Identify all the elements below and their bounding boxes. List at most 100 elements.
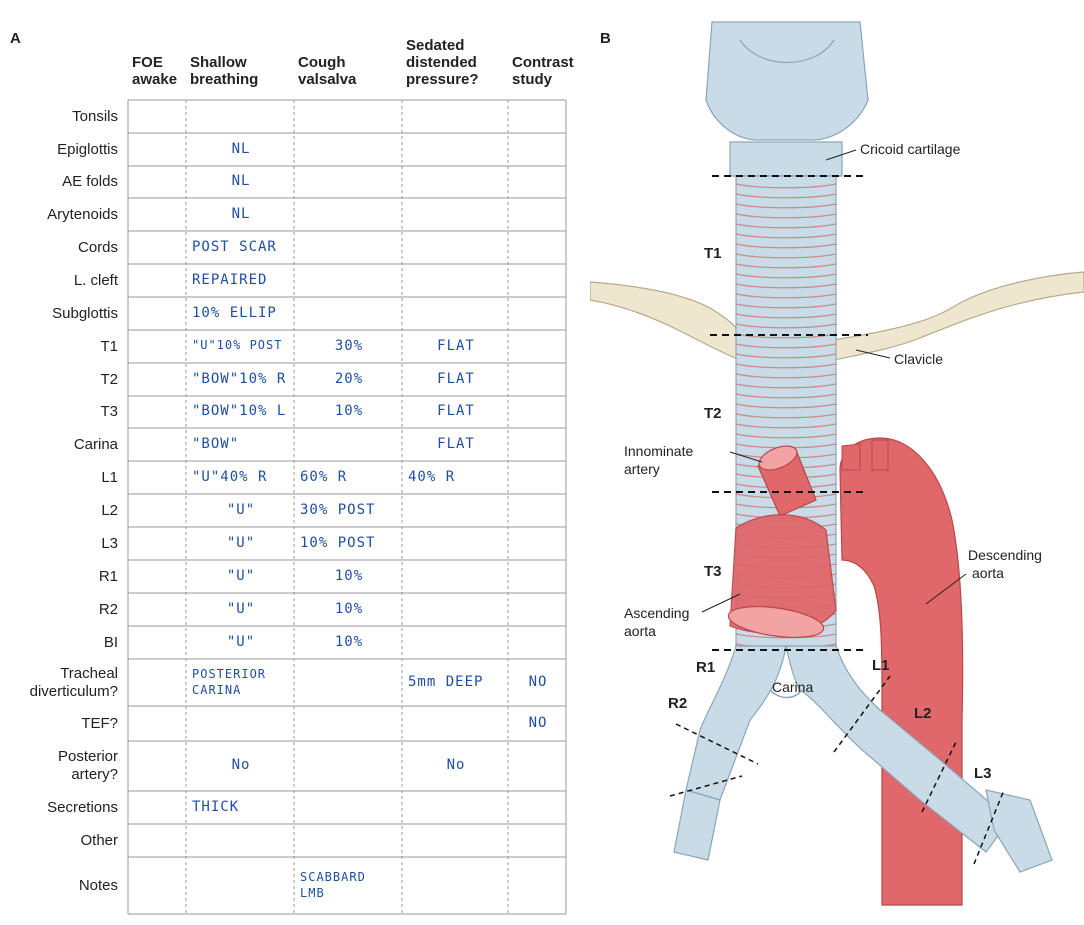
aortic-branch-2 — [871, 439, 889, 471]
label-ascending-2: aorta — [624, 623, 656, 639]
tracheal-ring — [735, 243, 837, 249]
column-header: breathing — [190, 71, 259, 88]
handwritten-entry: 10% ELLIP — [192, 304, 277, 321]
handwritten-entry: NL — [231, 140, 251, 157]
row-label: Arytenoids — [47, 205, 118, 223]
leader-innominate — [729, 451, 763, 463]
handwritten-entry: 60% R — [300, 468, 348, 485]
handwritten-entry: FLAT — [437, 337, 475, 354]
airway-anatomy-illustration: Cricoid cartilage Clavicle Innominate ar… — [590, 0, 1084, 925]
aortic-branch-1 — [841, 443, 861, 471]
column-header: Sedated — [406, 37, 465, 54]
label-ascending-1: Ascending — [624, 605, 689, 621]
row-label: Posterior — [57, 748, 118, 765]
tracheal-ring — [735, 293, 837, 299]
label-descending-2: aorta — [972, 565, 1004, 581]
left-distal-bronchus — [985, 789, 1053, 873]
tracheal-ring — [735, 413, 837, 419]
descending-aorta — [839, 437, 964, 906]
handwritten-entry: 10% — [334, 633, 364, 650]
tracheal-ring — [735, 423, 837, 429]
tracheal-ring — [735, 203, 837, 209]
row-label: R2 — [98, 600, 118, 618]
handwritten-entry: No — [231, 757, 251, 773]
tracheal-ring — [735, 183, 837, 189]
handwritten-entry: 10% POST — [300, 534, 376, 551]
handwritten-entry: "U"40% R — [192, 468, 268, 485]
tracheal-ring — [735, 223, 837, 229]
row-label: artery? — [71, 766, 118, 783]
tracheal-ring — [735, 363, 837, 369]
handwritten-entry: NO — [528, 673, 548, 690]
leader-cricoid — [825, 149, 857, 161]
row-label: Secretions — [47, 798, 118, 816]
level-line-l1 — [833, 675, 891, 753]
row-label: L3 — [101, 534, 118, 552]
row-label: T1 — [100, 337, 118, 355]
label-innominate-1: Innominate — [624, 443, 693, 459]
row-label: BI — [103, 633, 118, 651]
carina-ridge — [769, 689, 803, 699]
handwritten-entry: "BOW"10% R — [192, 370, 287, 387]
row-label: Cords — [77, 238, 118, 256]
label-l1: L1 — [872, 657, 890, 674]
column-header: Cough — [298, 54, 346, 71]
right-distal-bronchus — [673, 789, 721, 861]
row-label: TEF? — [81, 714, 118, 732]
label-t1: T1 — [704, 245, 722, 262]
label-cricoid: Cricoid cartilage — [860, 141, 961, 157]
innominate-artery-opening — [758, 445, 798, 471]
handwritten-entry: "U" — [226, 567, 256, 584]
row-label: L2 — [101, 501, 118, 519]
leader-descending — [925, 573, 967, 605]
label-clavicle: Clavicle — [894, 351, 943, 367]
tracheal-ring — [735, 393, 837, 399]
label-l3: L3 — [974, 765, 992, 782]
column-header: pressure? — [406, 71, 479, 88]
row-label: AE folds — [62, 173, 118, 190]
column-header: study — [512, 71, 553, 88]
left-main-bronchus — [785, 645, 1011, 853]
handwritten-entry: REPAIRED — [192, 271, 268, 288]
leader-ascending — [701, 593, 741, 613]
label-t3: T3 — [704, 563, 722, 580]
level-line-l3 — [973, 789, 1005, 865]
row-label: T3 — [100, 403, 118, 420]
row-label: Epiglottis — [57, 140, 118, 158]
row-label: R1 — [98, 567, 118, 585]
handwritten-entry: FLAT — [437, 435, 475, 452]
leader-clavicle — [855, 349, 891, 359]
handwritten-entry: 5mm DEEP — [408, 673, 484, 690]
handwritten-entry: "U"10% POST — [192, 337, 283, 352]
handwritten-entry: 10% — [334, 567, 364, 584]
tracheal-ring — [735, 193, 837, 199]
label-r1: R1 — [696, 659, 715, 676]
handwritten-entry: NL — [231, 205, 251, 222]
tracheal-ring — [735, 403, 837, 409]
handwritten-entry: "U" — [226, 501, 256, 518]
tracheal-ring — [735, 433, 837, 439]
row-label: Carina — [73, 435, 118, 453]
label-t2: T2 — [704, 405, 722, 422]
row-label: Tracheal — [60, 664, 118, 682]
handwritten-entry: "U" — [226, 534, 256, 551]
row-label: T2 — [100, 370, 118, 388]
handwritten-entry: THICK — [192, 798, 240, 815]
cricoid-ring — [729, 141, 843, 177]
left-clavicle — [590, 281, 749, 361]
handwritten-entry: 10% — [334, 403, 364, 419]
row-label: Subglottis — [52, 304, 118, 322]
row-label: Notes — [78, 876, 118, 894]
column-header: valsalva — [298, 71, 357, 88]
tracheal-ring — [735, 333, 837, 339]
handwritten-entry: POST SCAR — [192, 238, 277, 255]
panel-b-letter: B — [600, 30, 611, 47]
tracheal-ring — [735, 283, 837, 289]
handwritten-entry: FLAT — [437, 370, 475, 387]
row-label: Tonsils — [72, 107, 118, 125]
handwritten-entry: 10% — [334, 600, 364, 617]
panel-a-letter: A — [10, 30, 21, 47]
level-line-l2 — [921, 741, 957, 813]
tracheal-ring — [735, 303, 837, 309]
tracheal-ring — [735, 273, 837, 279]
